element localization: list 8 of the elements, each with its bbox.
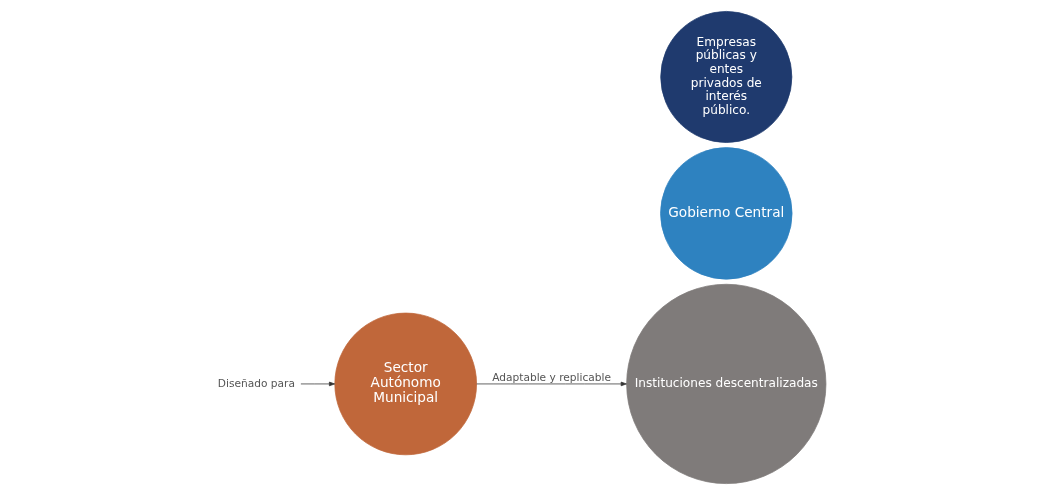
node-circle: Instituciones descentralizadas <box>625 283 826 484</box>
node-circle: Sector Autónomo Municipal <box>333 312 477 456</box>
arrow <box>300 381 335 387</box>
edge-label: Adaptable y replicable <box>491 371 611 385</box>
node-circle: Empresas públicas y entes privados de interés público. <box>659 11 792 143</box>
arrow <box>475 381 627 387</box>
node-text: Diseñado para <box>217 376 295 390</box>
node-circle: Gobierno Central <box>659 147 792 280</box>
